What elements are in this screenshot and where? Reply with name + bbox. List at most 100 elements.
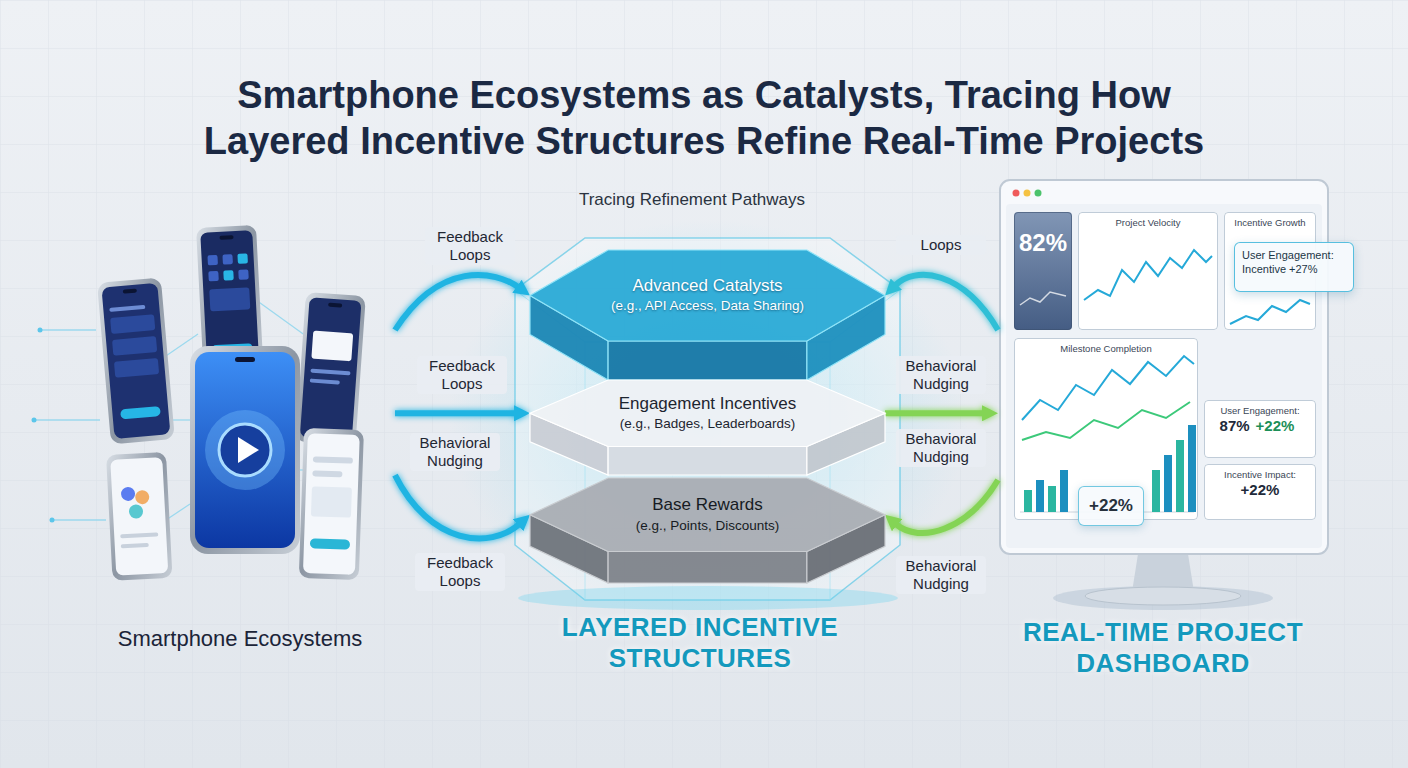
- panel-title: Project Velocity: [1084, 217, 1212, 228]
- trace-dot: [32, 418, 37, 423]
- arrow-label: Behavioral Nudging: [896, 429, 986, 467]
- layer-examples: (e.g., Badges, Leaderboards): [620, 416, 796, 433]
- phone-notch: [235, 357, 255, 362]
- arrow-label: Feedback Loops: [417, 356, 507, 394]
- phone-screen: [110, 457, 168, 576]
- phone-frame: [97, 277, 175, 444]
- phone-notch: [328, 303, 342, 308]
- panel-fill: [1078, 212, 1218, 330]
- incentive-layer: Base Rewards (e.g., Points, Discounts): [530, 478, 885, 583]
- chart-bar: [1176, 440, 1184, 512]
- phone-screen: [101, 283, 170, 439]
- chart-bar: [1164, 455, 1172, 512]
- app-icon: [223, 270, 234, 281]
- chart-bar: [1060, 470, 1068, 512]
- arrow-label: Loops: [896, 235, 986, 255]
- layer-examples: (e.g., Points, Discounts): [636, 518, 779, 535]
- layer-title: Base Rewards: [652, 495, 763, 515]
- app-line: [313, 456, 353, 463]
- layer-title: Engagement Incentives: [619, 394, 797, 414]
- window-dot: [1013, 190, 1020, 197]
- base-glow: [518, 586, 898, 610]
- stat-title: User Engagement:: [1210, 405, 1310, 416]
- app-icon: [121, 487, 136, 502]
- app-card: [311, 486, 352, 517]
- growth-line: [1230, 300, 1310, 324]
- flow-arrow: [395, 475, 520, 538]
- phone-notch: [219, 235, 233, 240]
- panel-title: Milestone Completion: [1020, 343, 1192, 354]
- stat-panel: Incentive Impact:+22%: [1204, 464, 1316, 520]
- smartphone: [97, 277, 175, 444]
- chart-bar: [1048, 486, 1056, 512]
- phone-frame: [296, 292, 366, 446]
- play-icon: [238, 437, 259, 463]
- plate-top-face: [530, 250, 885, 341]
- circuit-nodes: [32, 328, 55, 523]
- floating-callout: User Engagement:Incentive +27%: [1234, 242, 1354, 292]
- app-icon: [208, 271, 219, 282]
- app-icon: [135, 490, 150, 505]
- trace: [166, 504, 190, 520]
- layer-face: Base Rewards (e.g., Points, Discounts): [530, 478, 885, 552]
- chart-panel: Project Velocity: [1078, 212, 1218, 330]
- smartphone-hero: [190, 346, 300, 554]
- app-line: [120, 532, 158, 538]
- kpi-tile-fill: [1014, 212, 1072, 330]
- velocity-line: [1084, 250, 1212, 300]
- flow-arrow: [895, 275, 998, 330]
- plate-front-face: [608, 341, 807, 380]
- incentive-stack: LAYERED INCENTIVE STRUCTURES Advanced Cat…: [505, 235, 895, 675]
- badge-value: +22%: [1089, 496, 1133, 516]
- app-line: [312, 470, 342, 477]
- arrow-label: Feedback Loops: [425, 227, 515, 265]
- stat-change: +22%: [1256, 416, 1295, 436]
- app-button: [310, 538, 350, 549]
- chart-bar: [1188, 425, 1196, 512]
- app-line: [121, 543, 149, 548]
- app-icon: [222, 254, 233, 265]
- flow-arrow: [395, 275, 519, 330]
- plate-top-face: [530, 478, 885, 552]
- smartphone: [106, 452, 173, 581]
- milestone-line: [1022, 356, 1194, 420]
- arrow-label: Feedback Loops: [415, 553, 505, 591]
- smartphone: [299, 428, 364, 580]
- monitor-shadow: [1053, 586, 1273, 610]
- trace: [34, 419, 100, 420]
- stat-value: 87%: [1220, 416, 1250, 436]
- trace: [40, 329, 96, 330]
- app-card: [209, 287, 250, 311]
- app-icon: [238, 269, 249, 280]
- callout-value: Incentive +27%: [1242, 262, 1346, 276]
- stat-value: +22%: [1210, 480, 1310, 500]
- milestone-line: [1022, 402, 1190, 440]
- app-icon: [207, 255, 218, 266]
- layer-title: Advanced Catalysts: [632, 276, 782, 296]
- callout-title: User Engagement:: [1242, 248, 1346, 262]
- stat-panel: User Engagement:87% +22%: [1204, 400, 1316, 458]
- plate-top-face: [530, 380, 885, 447]
- phone-frame: [106, 452, 173, 581]
- smartphone: [296, 292, 366, 446]
- phone-frame: [190, 346, 300, 554]
- layer-examples: (e.g., API Access, Data Sharing): [611, 298, 804, 315]
- flow-arrow: [885, 410, 984, 416]
- phone-screen: [195, 352, 295, 548]
- phone-frame: [299, 428, 364, 580]
- group-label: Smartphone Ecosystems: [118, 626, 363, 660]
- app-line: [310, 378, 340, 384]
- group-label: LAYERED INCENTIVE STRUCTURES: [505, 612, 895, 675]
- group-label: REAL-TIME PROJECT DASHBOARD: [998, 617, 1328, 680]
- monitor-neck: [1132, 554, 1194, 592]
- play-circle: [219, 424, 271, 476]
- chart-bar: [1024, 490, 1032, 512]
- flow-label: Behavioral Nudging: [410, 433, 500, 471]
- plate-front-face: [608, 447, 807, 476]
- flow-arrow: [896, 480, 998, 533]
- app-card: [114, 358, 159, 378]
